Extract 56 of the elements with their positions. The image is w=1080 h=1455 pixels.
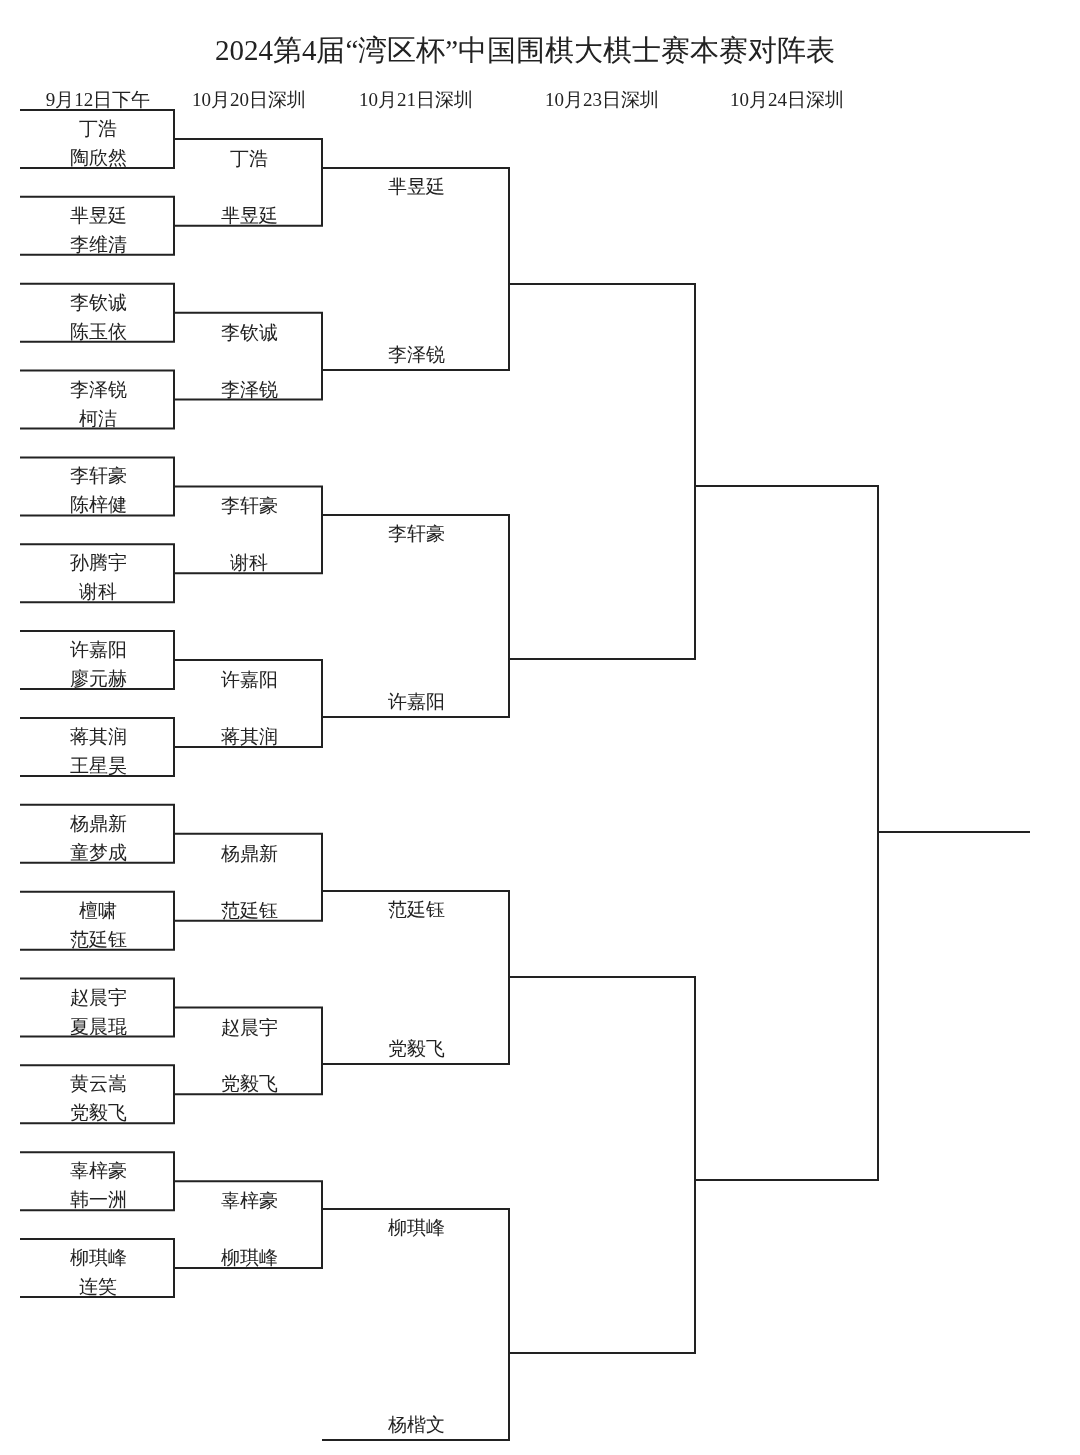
player-name: 党毅飞 (387, 1038, 445, 1058)
player-name: 许嘉阳 (387, 691, 445, 711)
player-name: 李轩豪 (387, 523, 445, 543)
player-name: 柳琪峰 (387, 1217, 445, 1237)
player-name: 赵晨宇 (69, 987, 127, 1006)
player-name: 陶欣然 (69, 147, 127, 167)
player-name: 辜梓豪 (69, 1160, 127, 1180)
column-header: 10月24日深圳 (730, 89, 844, 109)
player-name: 范廷钰 (387, 899, 445, 919)
player-name: 李泽锐 (220, 379, 278, 399)
player-name: 谢科 (230, 552, 268, 572)
player-name: 廖元赫 (69, 668, 127, 688)
player-name: 陈梓健 (69, 494, 127, 514)
column-header: 9月12日下午 (45, 89, 151, 109)
player-name: 丁浩 (230, 148, 268, 168)
player-name: 杨鼎新 (220, 843, 278, 863)
player-name: 李钦诚 (69, 292, 127, 312)
player-name: 韩一洲 (69, 1189, 127, 1209)
column-header: 10月21日深圳 (359, 89, 473, 109)
player-name: 芈昱廷 (69, 205, 127, 225)
player-name: 杨楷文 (387, 1414, 445, 1434)
player-name: 芈昱廷 (387, 176, 445, 196)
player-name: 檀啸 (79, 900, 117, 920)
player-name: 丁浩 (79, 118, 117, 138)
player-name: 李轩豪 (69, 465, 127, 485)
player-name: 柳琪峰 (69, 1247, 127, 1267)
player-name: 柳琪峰 (220, 1247, 278, 1267)
player-name: 谢科 (79, 581, 117, 601)
player-name: 党毅飞 (220, 1073, 278, 1093)
player-name: 杨鼎新 (69, 813, 127, 833)
player-name: 孙腾宇 (69, 552, 127, 572)
player-name: 蒋其润 (220, 726, 278, 746)
player-name: 李轩豪 (220, 495, 278, 515)
player-name: 党毅飞 (69, 1102, 127, 1122)
player-name: 柯洁 (79, 408, 117, 428)
player-name: 李泽锐 (69, 379, 127, 399)
player-name: 连笑 (79, 1276, 117, 1296)
title: 2024第4届“湾区杯”中国围棋大棋士赛本赛对阵表 (214, 35, 836, 65)
player-name: 蒋其润 (69, 726, 127, 746)
player-name: 范廷钰 (69, 929, 127, 949)
column-header: 10月20日深圳 (192, 89, 306, 109)
player-name: 许嘉阳 (69, 639, 127, 659)
player-name: 黄云嵩 (69, 1073, 127, 1093)
player-name: 范廷钰 (220, 900, 278, 920)
player-name: 夏晨琨 (69, 1016, 127, 1035)
player-name: 芈昱廷 (220, 205, 278, 225)
player-name: 李维清 (69, 234, 127, 254)
player-name: 陈玉依 (69, 321, 127, 341)
column-header: 10月23日深圳 (545, 89, 659, 109)
player-name: 许嘉阳 (220, 669, 278, 689)
player-name: 童梦成 (69, 842, 127, 862)
player-name: 李钦诚 (220, 322, 278, 342)
player-name: 赵晨宇 (220, 1017, 278, 1036)
player-name: 王星昊 (69, 755, 127, 775)
player-name: 李泽锐 (387, 344, 445, 364)
player-name: 辜梓豪 (220, 1190, 278, 1210)
